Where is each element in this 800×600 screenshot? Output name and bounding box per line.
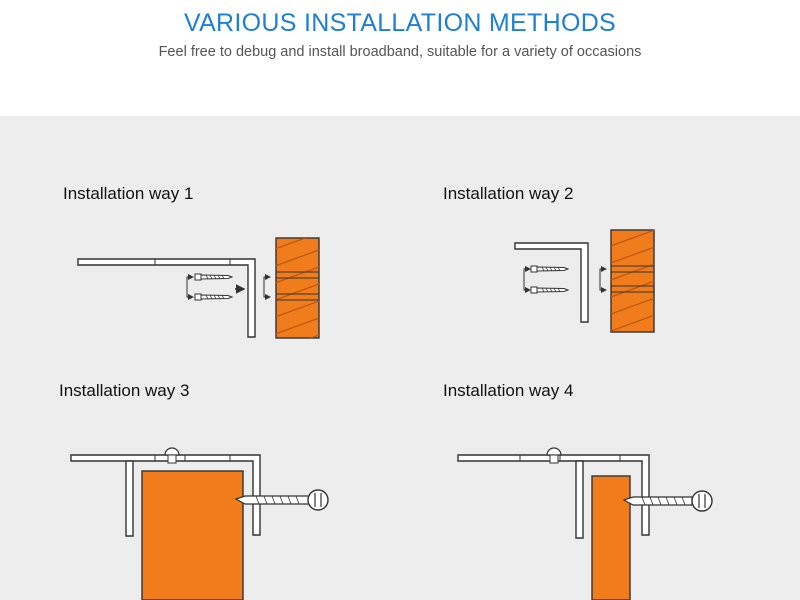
bracket-icon — [70, 454, 261, 536]
installation-way-1: Installation way 1 — [63, 184, 320, 339]
screw-icon — [546, 447, 562, 456]
screw-icon — [530, 265, 569, 273]
wood-block-icon — [591, 475, 631, 600]
page-subtitle: Feel free to debug and install broadband… — [158, 44, 642, 60]
installation-way-2: Installation way 2 — [443, 184, 655, 333]
bracket-icon — [77, 258, 256, 338]
wood-block-icon — [610, 229, 655, 333]
way-4-label: Installation way 4 — [443, 381, 573, 400]
installation-way-4: Installation way 4 — [443, 381, 713, 600]
way-2-label: Installation way 2 — [443, 184, 573, 203]
screw-icon — [234, 489, 329, 511]
screw-icon — [194, 273, 233, 281]
bracket-icon — [575, 460, 584, 539]
wood-block-icon — [275, 237, 320, 339]
installation-way-3: Installation way 3 — [59, 381, 329, 600]
screw-icon — [164, 447, 180, 456]
way-3-label: Installation way 3 — [59, 381, 189, 400]
wood-block-icon — [141, 470, 244, 600]
way-1-label: Installation way 1 — [63, 184, 193, 203]
bracket-icon — [125, 460, 134, 537]
header: VARIOUS INSTALLATION METHODS Feel free t… — [0, 0, 800, 116]
screw-icon — [622, 490, 713, 512]
screw-icon — [530, 286, 569, 294]
bracket-icon — [457, 454, 650, 536]
page-title: VARIOUS INSTALLATION METHODS — [183, 9, 617, 37]
bracket-icon — [514, 242, 589, 323]
screw-icon — [194, 293, 233, 301]
